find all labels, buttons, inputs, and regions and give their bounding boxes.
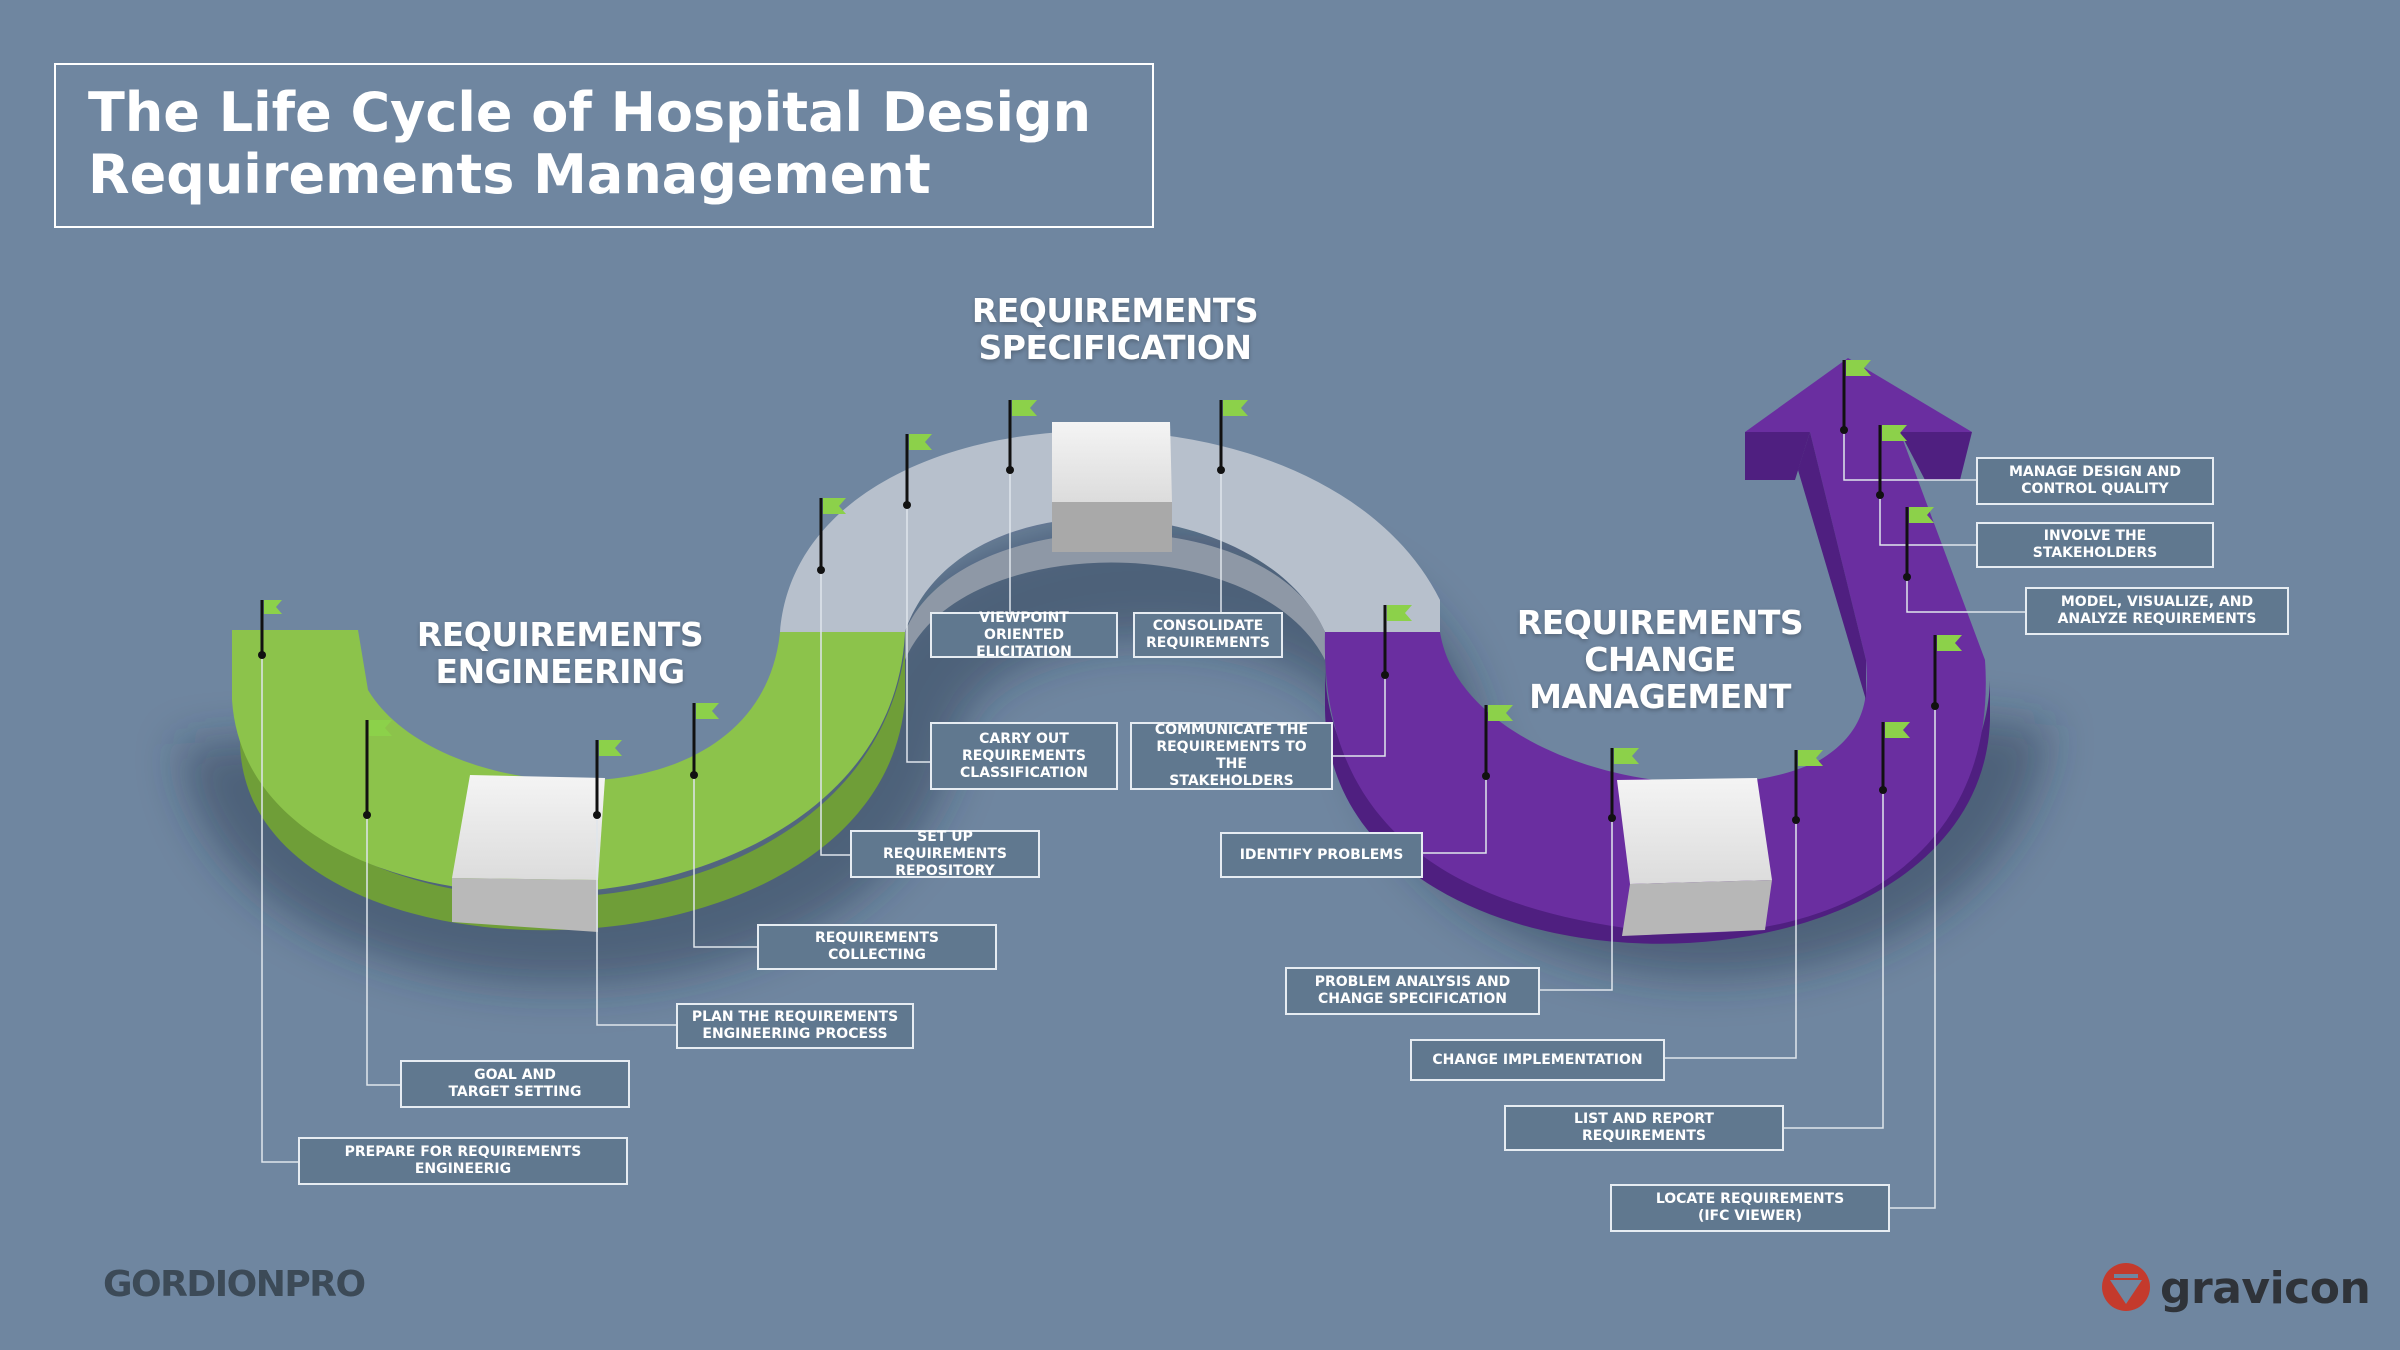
step-locate-requirements: LOCATE REQUIREMENTS (IFC VIEWER) bbox=[1610, 1184, 1890, 1232]
purple-arrow-head bbox=[1745, 358, 1972, 432]
flag-12 bbox=[1792, 750, 1823, 824]
step-model-visualize: MODEL, VISUALIZE, AND ANALYZE REQUIREMEN… bbox=[2025, 587, 2289, 635]
purple-segment bbox=[1324, 432, 1986, 934]
phase-label-engineering: REQUIREMENTS ENGINEERING bbox=[400, 616, 720, 690]
flag-14 bbox=[1931, 635, 1962, 710]
title-box: The Life Cycle of Hospital Design Requir… bbox=[54, 63, 1154, 228]
flag-15 bbox=[1840, 360, 1871, 434]
step-manage-quality: MANAGE DESIGN AND CONTROL QUALITY bbox=[1976, 457, 2214, 505]
green-white-band bbox=[452, 775, 605, 880]
flag-4 bbox=[690, 703, 719, 779]
phase-specification-line2: SPECIFICATION bbox=[978, 328, 1252, 367]
step-prepare: PREPARE FOR REQUIREMENTS ENGINEERIG bbox=[298, 1137, 628, 1185]
gravicon-logo: gravicon bbox=[2100, 1258, 2371, 1318]
purple-white-band bbox=[1617, 778, 1772, 884]
purple-arrow-head-side bbox=[1745, 432, 1972, 480]
gravicon-logo-icon bbox=[2102, 1263, 2150, 1311]
flag-6 bbox=[903, 434, 932, 509]
step-list-report: LIST AND REPORT REQUIREMENTS bbox=[1504, 1105, 1784, 1151]
flag-10 bbox=[1482, 705, 1513, 780]
step-change-implementation: CHANGE IMPLEMENTATION bbox=[1410, 1039, 1665, 1081]
title-line-2: Requirements Management bbox=[88, 143, 931, 206]
green-segment bbox=[232, 630, 905, 894]
flag-9 bbox=[1381, 605, 1412, 679]
phase-engineering-line1: REQUIREMENTS bbox=[416, 615, 704, 654]
grey-segment bbox=[780, 430, 1440, 632]
gordionpro-logo: GORDIONPRO bbox=[103, 1264, 366, 1305]
step-problem-analysis: PROBLEM ANALYSIS AND CHANGE SPECIFICATIO… bbox=[1285, 967, 1540, 1015]
step-viewpoint-elicitation: VIEWPOINT ORIENTED ELICITATION bbox=[930, 610, 1118, 660]
phase-label-change-management: REQUIREMENTS CHANGE MANAGEMENT bbox=[1500, 604, 1820, 715]
step-collecting: REQUIREMENTS COLLECTING bbox=[757, 924, 997, 970]
phase-label-specification: REQUIREMENTS SPECIFICATION bbox=[955, 292, 1275, 366]
step-consolidate: CONSOLIDATE REQUIREMENTS bbox=[1133, 612, 1283, 658]
phase-engineering-line2: ENGINEERING bbox=[435, 652, 685, 691]
step-communicate: COMMUNICATE THE REQUIREMENTS TO THE STAK… bbox=[1130, 722, 1333, 790]
flag-13 bbox=[1879, 722, 1910, 794]
gravicon-logo-text: gravicon bbox=[2160, 1262, 2371, 1314]
flag-2 bbox=[363, 720, 392, 819]
flag-3 bbox=[593, 740, 622, 819]
step-involve-stakeholders: INVOLVE THE STAKEHOLDERS bbox=[1976, 522, 2214, 568]
green-segment-side bbox=[232, 650, 905, 931]
flag-1 bbox=[258, 600, 282, 659]
flag-11 bbox=[1608, 748, 1639, 822]
phase-specification-line1: REQUIREMENTS bbox=[971, 291, 1259, 330]
step-plan-process: PLAN THE REQUIREMENTS ENGINEERING PROCES… bbox=[676, 1003, 914, 1049]
grey-white-band-side bbox=[1052, 502, 1172, 552]
step-classification: CARRY OUT REQUIREMENTS CLASSIFICATION bbox=[930, 722, 1118, 790]
flag-8 bbox=[1217, 400, 1248, 474]
green-white-band-side bbox=[452, 878, 598, 932]
title-line-1: The Life Cycle of Hospital Design bbox=[88, 81, 1092, 144]
grey-white-band bbox=[1052, 422, 1172, 502]
flag-16 bbox=[1876, 425, 1907, 499]
phase-change-line3: MANAGEMENT bbox=[1529, 677, 1791, 716]
phase-change-line1: REQUIREMENTS bbox=[1516, 603, 1804, 642]
flag-7 bbox=[1006, 400, 1037, 474]
milestone-flags bbox=[258, 360, 1962, 824]
step-repository: SET UP REQUIREMENTS REPOSITORY bbox=[850, 829, 1040, 879]
step-goal-setting: GOAL AND TARGET SETTING bbox=[400, 1060, 630, 1108]
purple-white-band-side bbox=[1622, 880, 1772, 936]
step-identify-problems: IDENTIFY PROBLEMS bbox=[1220, 832, 1423, 878]
phase-change-line2: CHANGE bbox=[1584, 640, 1736, 679]
flag-17 bbox=[1903, 507, 1934, 581]
flag-5 bbox=[817, 498, 846, 574]
purple-arrow-shaft-side bbox=[1798, 432, 1866, 700]
leader-lines bbox=[261, 390, 2025, 1209]
